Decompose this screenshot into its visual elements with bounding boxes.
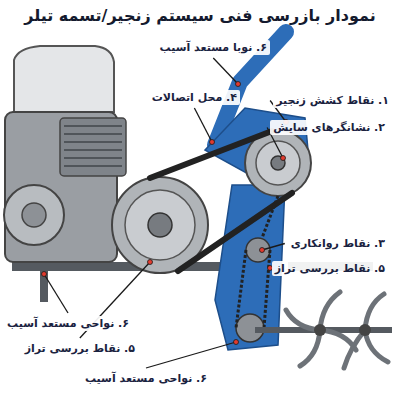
chain	[236, 250, 246, 328]
chain	[264, 250, 270, 328]
leader-dot	[42, 272, 47, 277]
tine-hub	[314, 324, 326, 336]
pulley-hub	[271, 156, 285, 170]
callout-label: ۶. نواحی مستعد آسیب	[82, 371, 210, 386]
leader-dot	[234, 340, 239, 345]
callout-label: ۴. محل اتصالات	[149, 90, 240, 105]
frame-leg	[40, 262, 48, 302]
engine-cylinder	[60, 118, 126, 176]
recoil-starter	[4, 185, 64, 245]
cooling-fins	[64, 126, 122, 166]
starter-hub	[22, 203, 46, 227]
pulley-rim	[125, 190, 195, 260]
sprocket	[246, 238, 270, 262]
leader-line	[213, 58, 238, 84]
callout-label: ۱. نقاط کشش زنجیر	[273, 93, 392, 108]
diagram-title: نمودار بازرسی فنی سیستم زنجیر/تسمه تیلر	[0, 6, 400, 25]
callout-label: ۵. نقاط بررسی تراز	[22, 341, 138, 356]
leader-line	[262, 244, 285, 251]
drive-belt	[150, 131, 272, 178]
tine-hub	[359, 324, 371, 336]
leader-dot	[281, 156, 286, 161]
leader-dot	[210, 140, 215, 145]
pulley-hub	[148, 213, 172, 237]
leader-dot	[148, 260, 153, 265]
callout-label: ۲. نشانگرهای سایش	[270, 120, 388, 135]
leader-dot	[260, 248, 265, 253]
chain	[262, 196, 278, 238]
leader-line	[146, 342, 236, 368]
callout-label: ۶. نوبا مستعد آسیب	[157, 40, 270, 55]
leader-dot	[236, 82, 241, 87]
leader-line	[194, 108, 212, 142]
drive-belt	[178, 193, 292, 271]
callout-label: ۵. نقاط بررسی تراز	[272, 261, 388, 276]
callout-label: ۶. نواحی مستعد آسیب	[4, 316, 132, 331]
leader-line	[44, 274, 68, 313]
callout-label: ۳. نقاط روانکاری	[288, 236, 388, 251]
tiller-tines	[286, 292, 388, 368]
fuel-tank	[14, 46, 114, 112]
